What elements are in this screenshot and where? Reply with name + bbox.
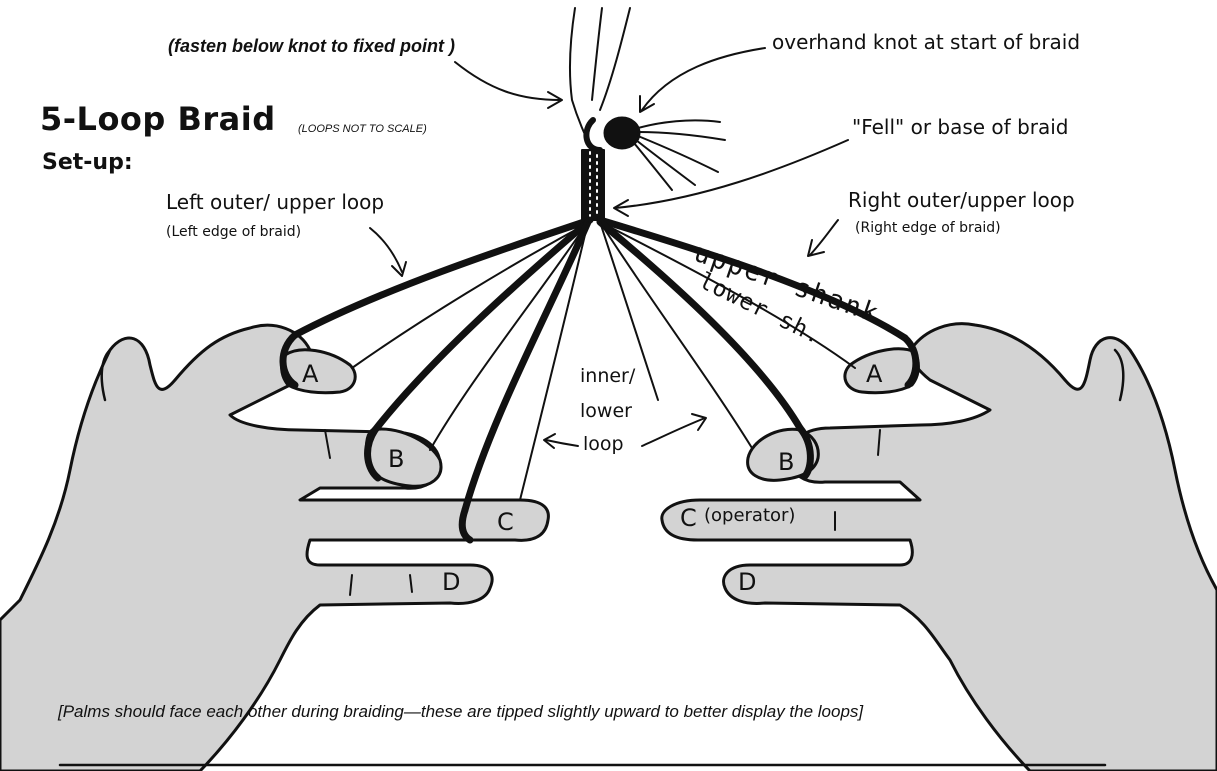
braid-shaft xyxy=(582,150,604,220)
right-loop-arrow xyxy=(810,220,838,255)
left-outer-loop-label: Left outer/ upper loop xyxy=(166,190,384,214)
braid-top-bend xyxy=(586,120,600,150)
setup-heading: Set-up: xyxy=(42,150,133,175)
inner-loop-label-line2: lower xyxy=(580,400,632,422)
fell-label: "Fell" or base of braid xyxy=(852,115,1069,139)
tassel-strand xyxy=(634,143,672,190)
inner-loop-label-line1: inner/ xyxy=(580,365,635,387)
scale-note: (LOOPS NOT TO SCALE) xyxy=(298,123,427,135)
right-finger-c-label: C xyxy=(680,504,697,532)
left-finger-d-label: D xyxy=(442,568,460,596)
left-loop-b-lower xyxy=(430,222,588,450)
tassel-strand xyxy=(638,136,718,172)
fasten-arrow xyxy=(455,62,560,100)
knot-label: overhand knot at start of braid xyxy=(772,30,1080,54)
tassel-strand xyxy=(638,120,720,128)
left-finger-c-label: C xyxy=(497,508,514,536)
tassel-strand xyxy=(638,132,725,140)
left-loop-b-upper xyxy=(375,222,588,430)
inner-loop-arrow-right xyxy=(642,418,705,446)
left-edge-label: (Left edge of braid) xyxy=(166,224,301,240)
knot-arrow xyxy=(642,48,765,110)
right-outer-loop-label: Right outer/upper loop xyxy=(848,188,1075,212)
left-loop-c-upper xyxy=(465,222,588,510)
operator-label: (operator) xyxy=(704,505,795,526)
left-finger-a-label: A xyxy=(302,360,318,388)
diagram-title: 5-Loop Braid xyxy=(40,100,276,138)
top-strand xyxy=(592,8,602,100)
left-loop-arrow xyxy=(370,228,402,272)
right-finger-a-label: A xyxy=(866,360,882,388)
right-edge-label: (Right edge of braid) xyxy=(855,220,1001,236)
right-finger-b-label: B xyxy=(778,448,794,476)
top-strand xyxy=(600,8,630,110)
inner-loop-label-line3: loop xyxy=(583,433,624,455)
fasten-note: (fasten below knot to fixed point ) xyxy=(168,36,455,57)
left-finger-b-label: B xyxy=(388,445,404,473)
caption: [Palms should face each other during bra… xyxy=(58,702,863,722)
right-finger-d-label: D xyxy=(738,568,756,596)
left-loop-c-lower xyxy=(520,222,588,500)
